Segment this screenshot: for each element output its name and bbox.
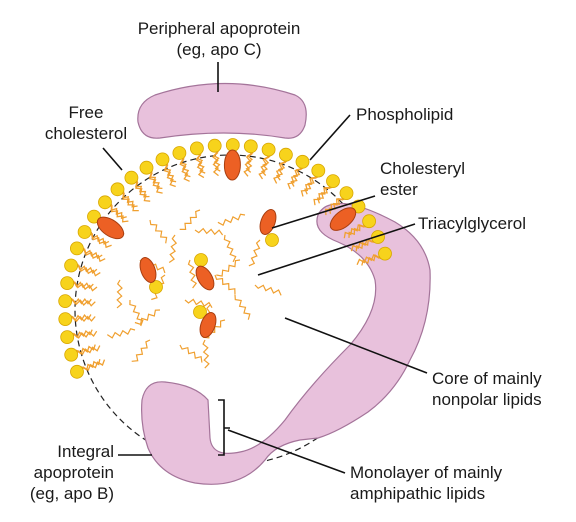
cholesteryl-ester-line1: Cholesteryl [380,158,465,179]
monolayer-bracket [218,400,230,455]
core-lipid-chain [180,210,200,229]
cholesteryl-ester-line2: ester [380,179,465,200]
phospholipid-head [99,196,112,209]
core-lipid-chain [235,295,250,320]
integral-apoprotein-line3: (eg, apo B) [0,483,114,504]
peripheral-apoprotein-label: Peripheral apoprotein (eg, apo C) [108,18,330,60]
core-line2: nonpolar lipids [432,389,542,410]
core-lipid-chain [135,310,160,324]
phospholipid-head [327,175,340,188]
core-lipid-chain [203,340,209,368]
phospholipid-head [208,139,221,152]
core-lipid-chain [215,275,235,295]
core-lipid-chain [224,235,235,262]
phospholipid-head [71,365,84,378]
phospholipid-head [61,277,74,290]
free-cholesterol-line2: cholesterol [28,123,144,144]
phospholipid-heads [59,139,392,379]
phospholipid-head [111,183,124,196]
core-lipid-chain [255,285,281,295]
phospholipid-head [262,143,275,156]
leader-free-cholesterol [103,148,122,170]
integral-apoprotein-shape [142,203,431,484]
core-lipid-chain [107,329,135,338]
free-cholesterol-label: Free cholesterol [28,102,144,144]
triacylglycerol-label: Triacylglycerol [418,213,526,234]
peripheral-apoprotein-line1: Peripheral apoprotein [108,18,330,39]
core-lipid-chain [132,340,150,361]
phospholipid-head [59,313,72,326]
phospholipid-head [312,164,325,177]
cholesteryl-ester-body [192,263,217,293]
phospholipid-head [61,331,74,344]
cholesteryl-ester-head [266,234,279,247]
core-lipid-chain [150,220,167,243]
core-lipid-chains [107,210,281,368]
cholesteryl-ester-head [195,254,208,267]
phospholipid-head [363,215,376,228]
phospholipid-head [379,247,392,260]
phospholipid-label: Phospholipid [356,104,453,125]
phospholipid-head [340,187,353,200]
core-lipid-chain [169,235,176,263]
phospholipid-head [70,242,83,255]
cholesteryl-ester-body [257,207,279,236]
free-cholesterol-line1: Free [28,102,144,123]
core-lipid-chain [195,229,223,235]
phospholipid-head [296,155,309,168]
core-lipid-chain [189,260,197,288]
core-lipid-chain [216,260,240,276]
core-lipid-chain [180,345,202,363]
phospholipid-head [65,348,78,361]
core-line1: Core of mainly [432,368,542,389]
integral-apoprotein-line2: apoprotein [0,462,114,483]
integral-apoprotein-line1: Integral [0,441,114,462]
integral-apoprotein-label: Integral apoprotein (eg, apo B) [0,441,114,504]
phospholipid-head [140,161,153,174]
phospholipid-head [244,140,257,153]
leader-phospholipid [310,115,350,160]
core-lipid-chain [218,214,245,225]
phospholipid-head [65,259,78,272]
phospholipid-head [125,171,138,184]
phospholipid-head [59,295,72,308]
core-label: Core of mainly nonpolar lipids [432,368,542,410]
phospholipid-head [279,148,292,161]
peripheral-apoprotein-shape [138,84,306,139]
phospholipid-head [173,147,186,160]
cholesterol-body [224,150,241,180]
monolayer-line2: amphipathic lipids [350,483,502,504]
peripheral-apoprotein-line2: (eg, apo C) [108,39,330,60]
cholesteryl-ester-label: Cholesteryl ester [380,158,465,200]
phospholipid-head [156,153,169,166]
phospholipid-head [190,142,203,155]
core-lipid-chain [117,280,122,308]
core-lipid-chain [249,240,260,266]
monolayer-line1: Monolayer of mainly [350,462,502,483]
monolayer-label: Monolayer of mainly amphipathic lipids [350,462,502,504]
phospholipid-head [78,226,91,239]
